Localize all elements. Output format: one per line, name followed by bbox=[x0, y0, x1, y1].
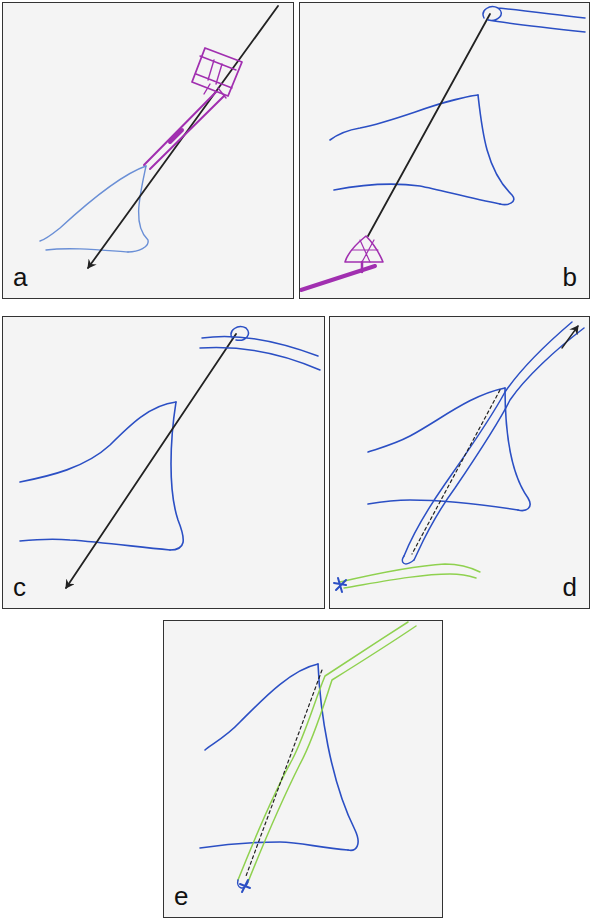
figure-panel: a bbox=[2, 2, 294, 299]
figure-panel: d bbox=[329, 316, 590, 609]
figure-panel: c bbox=[2, 316, 325, 609]
figure-panel: b bbox=[299, 2, 590, 299]
panel-letter: e bbox=[172, 883, 190, 909]
panel-letter: c bbox=[11, 574, 28, 600]
panel-letter: b bbox=[561, 264, 579, 290]
figure-panel: e bbox=[163, 620, 443, 918]
panel-letter: d bbox=[561, 574, 579, 600]
panel-letter: a bbox=[11, 264, 29, 290]
